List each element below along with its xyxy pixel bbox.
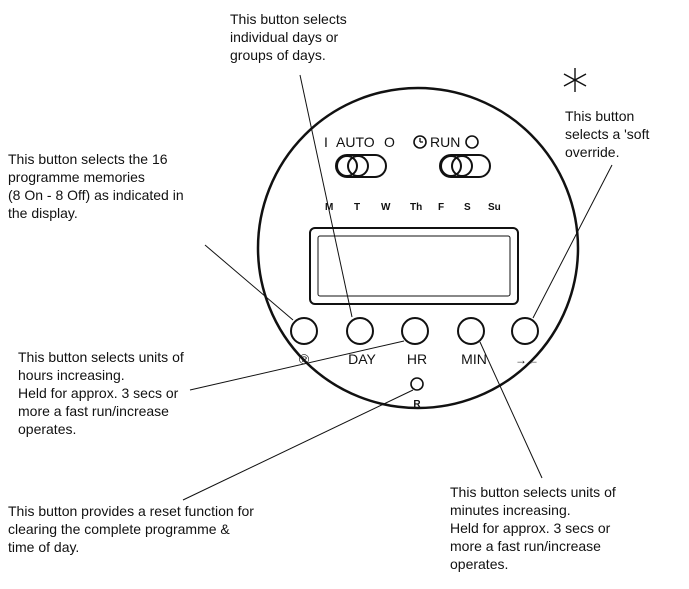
leader-line-programme (204, 244, 294, 321)
auto-switch[interactable] (335, 154, 387, 178)
leader-line-soft-override (532, 164, 613, 319)
run-switch[interactable] (439, 154, 491, 178)
annotation-override-button: This button selects a 'soft override. (565, 108, 650, 160)
prog-button-label: ℗ (299, 351, 309, 367)
annotation-day-button: This button selects individual days or g… (230, 11, 347, 63)
leader-line-reset (182, 389, 414, 501)
annotation-programme-button: This button selects the 16 programme mem… (8, 151, 184, 221)
day-letter: Th (410, 202, 422, 213)
annotation-hr-button: This button selects units of hours incre… (18, 349, 184, 437)
min-button-label: MIN (461, 351, 487, 367)
day-button[interactable] (346, 317, 374, 345)
hr-button-label: HR (407, 351, 427, 367)
day-letter: Su (488, 202, 501, 213)
annotation-reset-button: This button provides a reset function fo… (8, 503, 254, 555)
run-label: RUN (430, 134, 460, 150)
min-button[interactable] (457, 317, 485, 345)
asterisk-mark (563, 68, 587, 92)
auto-on-symbol: I (324, 134, 328, 150)
hr-button[interactable] (401, 317, 429, 345)
programme-symbol-icon (465, 135, 479, 149)
reset-label: R (413, 399, 421, 410)
annotation-min-button: This button selects units of minutes inc… (450, 484, 616, 572)
auto-label: AUTO (336, 134, 375, 150)
override-button-label: →← (515, 353, 539, 367)
day-letter: F (438, 202, 444, 213)
leader-line-hours (189, 340, 405, 391)
day-letter: T (354, 202, 360, 213)
timer-dial (256, 86, 580, 410)
day-letter: S (464, 202, 471, 213)
auto-off-symbol: O (384, 134, 395, 150)
prog-button[interactable] (290, 317, 318, 345)
leader-line-day (299, 74, 353, 318)
reset-button[interactable] (410, 377, 424, 391)
override-button[interactable] (511, 317, 539, 345)
clock-icon (413, 135, 427, 149)
display-inner (317, 235, 511, 297)
day-letter: M (325, 202, 333, 213)
day-button-label: DAY (348, 351, 376, 367)
day-letter: W (381, 202, 391, 213)
display-window (309, 227, 519, 305)
leader-line-minutes (479, 341, 543, 479)
